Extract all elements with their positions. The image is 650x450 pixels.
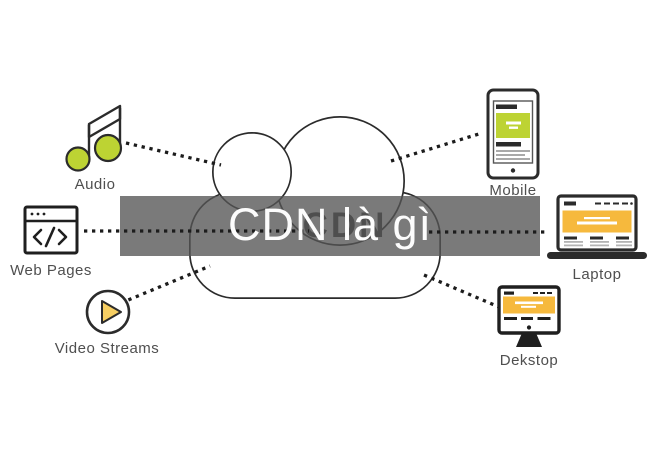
node-label-web-pages: Web Pages <box>10 262 92 279</box>
smartphone-icon <box>486 88 540 180</box>
title-banner <box>120 196 540 256</box>
code-window-icon <box>23 205 79 255</box>
desktop-monitor-icon <box>497 285 561 347</box>
page-title: CDN là gì <box>227 199 433 250</box>
node-label-laptop: Laptop <box>572 266 622 283</box>
music-notes-icon <box>65 104 123 172</box>
node-label-mobile: Mobile <box>489 182 537 199</box>
node-label-video-streams: Video Streams <box>54 340 160 357</box>
play-circle-icon <box>85 289 131 335</box>
node-label-desktop: Dekstop <box>499 352 559 369</box>
node-label-audio: Audio <box>74 176 116 193</box>
laptop-icon <box>547 194 647 259</box>
